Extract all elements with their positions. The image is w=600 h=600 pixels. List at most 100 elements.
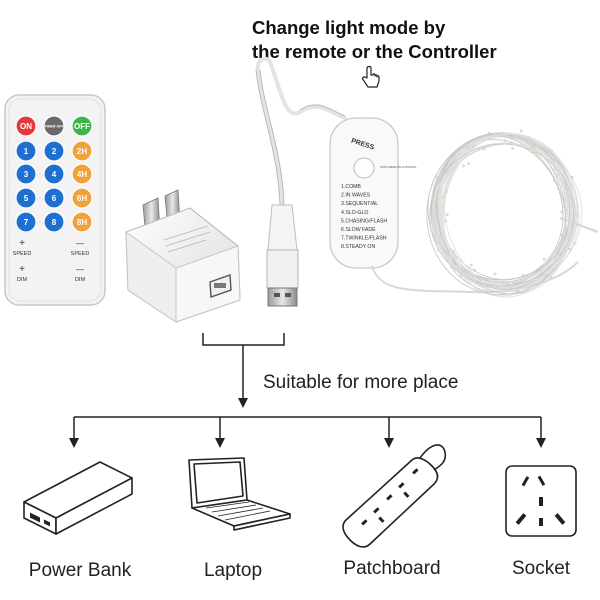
led-bead xyxy=(537,276,541,279)
led-bead xyxy=(522,289,526,293)
device-label-laptop: Laptop xyxy=(203,560,263,581)
led-bead xyxy=(553,256,556,260)
led-bead xyxy=(436,175,440,179)
speed-plus-sign: + xyxy=(19,238,25,249)
led-bead xyxy=(444,219,448,223)
socket-icon xyxy=(505,465,577,537)
speed-minus-sign: — xyxy=(76,239,84,248)
controller-press-button[interactable] xyxy=(353,157,375,179)
led-bead xyxy=(506,282,510,286)
usb-cable xyxy=(255,56,347,207)
headline-line-1: Change light mode by xyxy=(252,17,446,38)
speed-plus-label: SPEED xyxy=(13,251,32,257)
device-label-patchboard: Patchboard xyxy=(343,558,441,579)
led-bead xyxy=(509,141,512,145)
led-bead xyxy=(532,150,535,153)
remote-button-6[interactable] xyxy=(43,187,65,209)
led-bead xyxy=(444,190,448,193)
remote-button-8[interactable] xyxy=(43,211,65,233)
led-bead xyxy=(439,236,443,240)
led-bead xyxy=(473,268,476,272)
led-bead xyxy=(521,273,525,277)
led-bead xyxy=(567,188,571,192)
led-bead xyxy=(493,272,497,276)
controller-mode-item: 7.TWINKLE/FLASH xyxy=(341,236,387,242)
controller-mode-item: 4.SLO-GLO xyxy=(341,210,368,216)
controller-small-label: WITH REMOTE CONTROL xyxy=(380,165,417,169)
remote-button-timer-off[interactable] xyxy=(43,115,65,137)
led-bead xyxy=(433,203,437,207)
led-bead xyxy=(459,274,462,278)
remote-button-label: 1 xyxy=(24,147,29,156)
pointing-hand-icon xyxy=(362,65,380,88)
remote-button-off[interactable] xyxy=(71,115,93,137)
controller-mode-item: 3.SEQUENTIAL xyxy=(341,201,378,207)
led-bead xyxy=(446,170,450,174)
led-bead xyxy=(452,262,456,266)
led-bead xyxy=(519,129,523,133)
led-bead xyxy=(535,154,539,158)
dim-plus-label: DIM xyxy=(17,277,28,283)
led-bead xyxy=(567,194,571,198)
remote-button-6h[interactable] xyxy=(71,187,93,209)
remote-button-2[interactable] xyxy=(43,140,65,162)
led-bead xyxy=(550,149,553,153)
led-bead xyxy=(452,250,455,254)
controller-mode-item: 1.COMB xyxy=(341,184,361,190)
wall-adapter xyxy=(125,189,241,323)
led-bead xyxy=(564,228,567,232)
remote-button-label: 3 xyxy=(24,170,29,179)
led-wire-loop xyxy=(434,135,574,289)
controller-mode-item: 8.STEADY ON xyxy=(341,244,375,250)
led-bead xyxy=(441,195,445,199)
remote-button-4[interactable] xyxy=(43,163,65,185)
led-bead xyxy=(436,197,439,201)
remote-button-label: 8 xyxy=(52,218,57,227)
led-bead xyxy=(560,233,564,237)
led-bead xyxy=(542,257,546,261)
remote-button-on[interactable] xyxy=(15,115,37,137)
led-bead xyxy=(503,139,507,143)
led-bead xyxy=(549,276,553,280)
remote-button-7[interactable] xyxy=(15,211,37,233)
led-bead xyxy=(570,175,574,179)
remote-button-label: 4 xyxy=(52,170,57,179)
led-bead xyxy=(454,256,457,260)
controller-mode-item: 2.IN WAVES xyxy=(341,193,371,199)
led-bead xyxy=(477,279,481,283)
led-bead xyxy=(568,247,572,251)
led-bead xyxy=(451,166,455,170)
laptop-icon xyxy=(188,457,291,531)
led-bead xyxy=(477,147,480,151)
device-label-power-bank: Power Bank xyxy=(28,560,132,581)
dim-minus-sign: — xyxy=(76,265,84,274)
led-bead xyxy=(572,242,576,246)
led-bead xyxy=(482,147,486,151)
remote-button-label: 2 xyxy=(52,147,57,156)
led-bead xyxy=(436,248,440,252)
led-bead xyxy=(484,289,488,293)
led-bead xyxy=(558,252,561,256)
remote-button-3[interactable] xyxy=(15,163,37,185)
controller-mode-list: 1.COMB 2.IN WAVES 3.SEQUENTIAL 4.SLO-GLO 5.C… xyxy=(341,184,387,250)
led-bead xyxy=(494,132,498,136)
connector-tree xyxy=(69,333,546,448)
led-bead xyxy=(527,139,530,143)
remote-button-1[interactable] xyxy=(15,140,37,162)
led-bead xyxy=(511,147,514,150)
led-bead xyxy=(563,198,567,202)
remote-button-label: 6H xyxy=(77,194,87,203)
remote-button-4h[interactable] xyxy=(71,163,93,185)
controller-mode-item: 5.CHASING/FLASH xyxy=(341,218,387,224)
remote-button-8h[interactable] xyxy=(71,211,93,233)
led-bead xyxy=(560,210,564,214)
remote-button-2h[interactable] xyxy=(71,140,93,162)
device-label-socket: Socket xyxy=(511,558,571,579)
remote-button-5[interactable] xyxy=(15,187,37,209)
led-string-coil xyxy=(426,129,583,298)
remote-button-label: 5 xyxy=(24,194,29,203)
led-bead xyxy=(455,268,459,272)
